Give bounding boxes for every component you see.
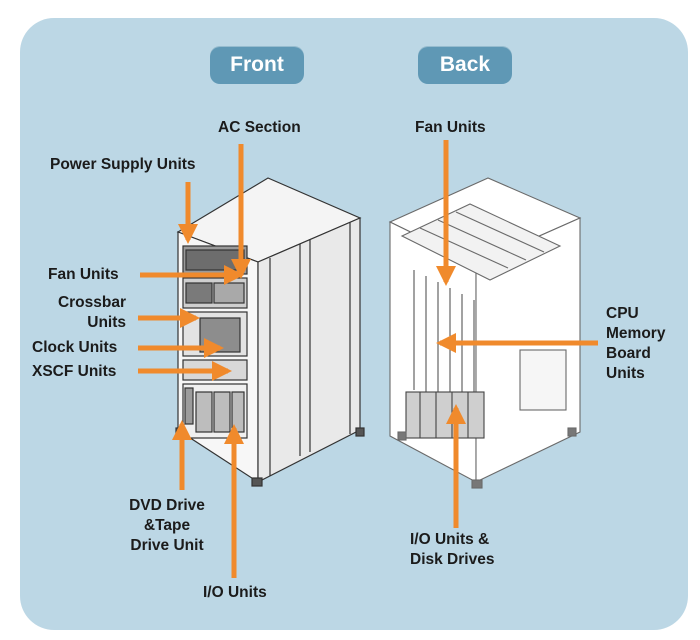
back-view-tab: Back [418,46,512,84]
back-cabinet [388,177,582,489]
label-io-units-front: I/O Units [203,584,267,601]
label-dvd-line1: DVD Drive [129,497,205,514]
label-xscf-units: XSCF Units [32,363,117,380]
label-crossbar-line2: Units [87,314,126,331]
label-crossbar-line1: Crossbar [57,294,126,311]
callout-arrows [138,140,598,578]
label-ac-section: AC Section [218,119,301,136]
label-fan-units-back: Fan Units [415,119,486,136]
label-dvd-line3: Drive Unit [130,537,204,554]
label-clock-units: Clock Units [32,339,118,356]
label-power-supply-units: Power Supply Units [50,156,196,173]
label-cpu-line1: CPU [606,305,639,322]
front-view-tab: Front [210,46,304,84]
label-cpu-line3: Board [606,345,651,362]
label-io-back-line2: Disk Drives [410,551,495,568]
label-io-back-line1: I/O Units & [410,531,490,548]
front-cabinet [175,177,365,487]
label-cpu-line2: Memory [606,325,666,342]
label-dvd-line2: &Tape [143,517,191,534]
label-cpu-line4: Units [606,365,645,382]
label-fan-units-front: Fan Units [48,266,119,283]
